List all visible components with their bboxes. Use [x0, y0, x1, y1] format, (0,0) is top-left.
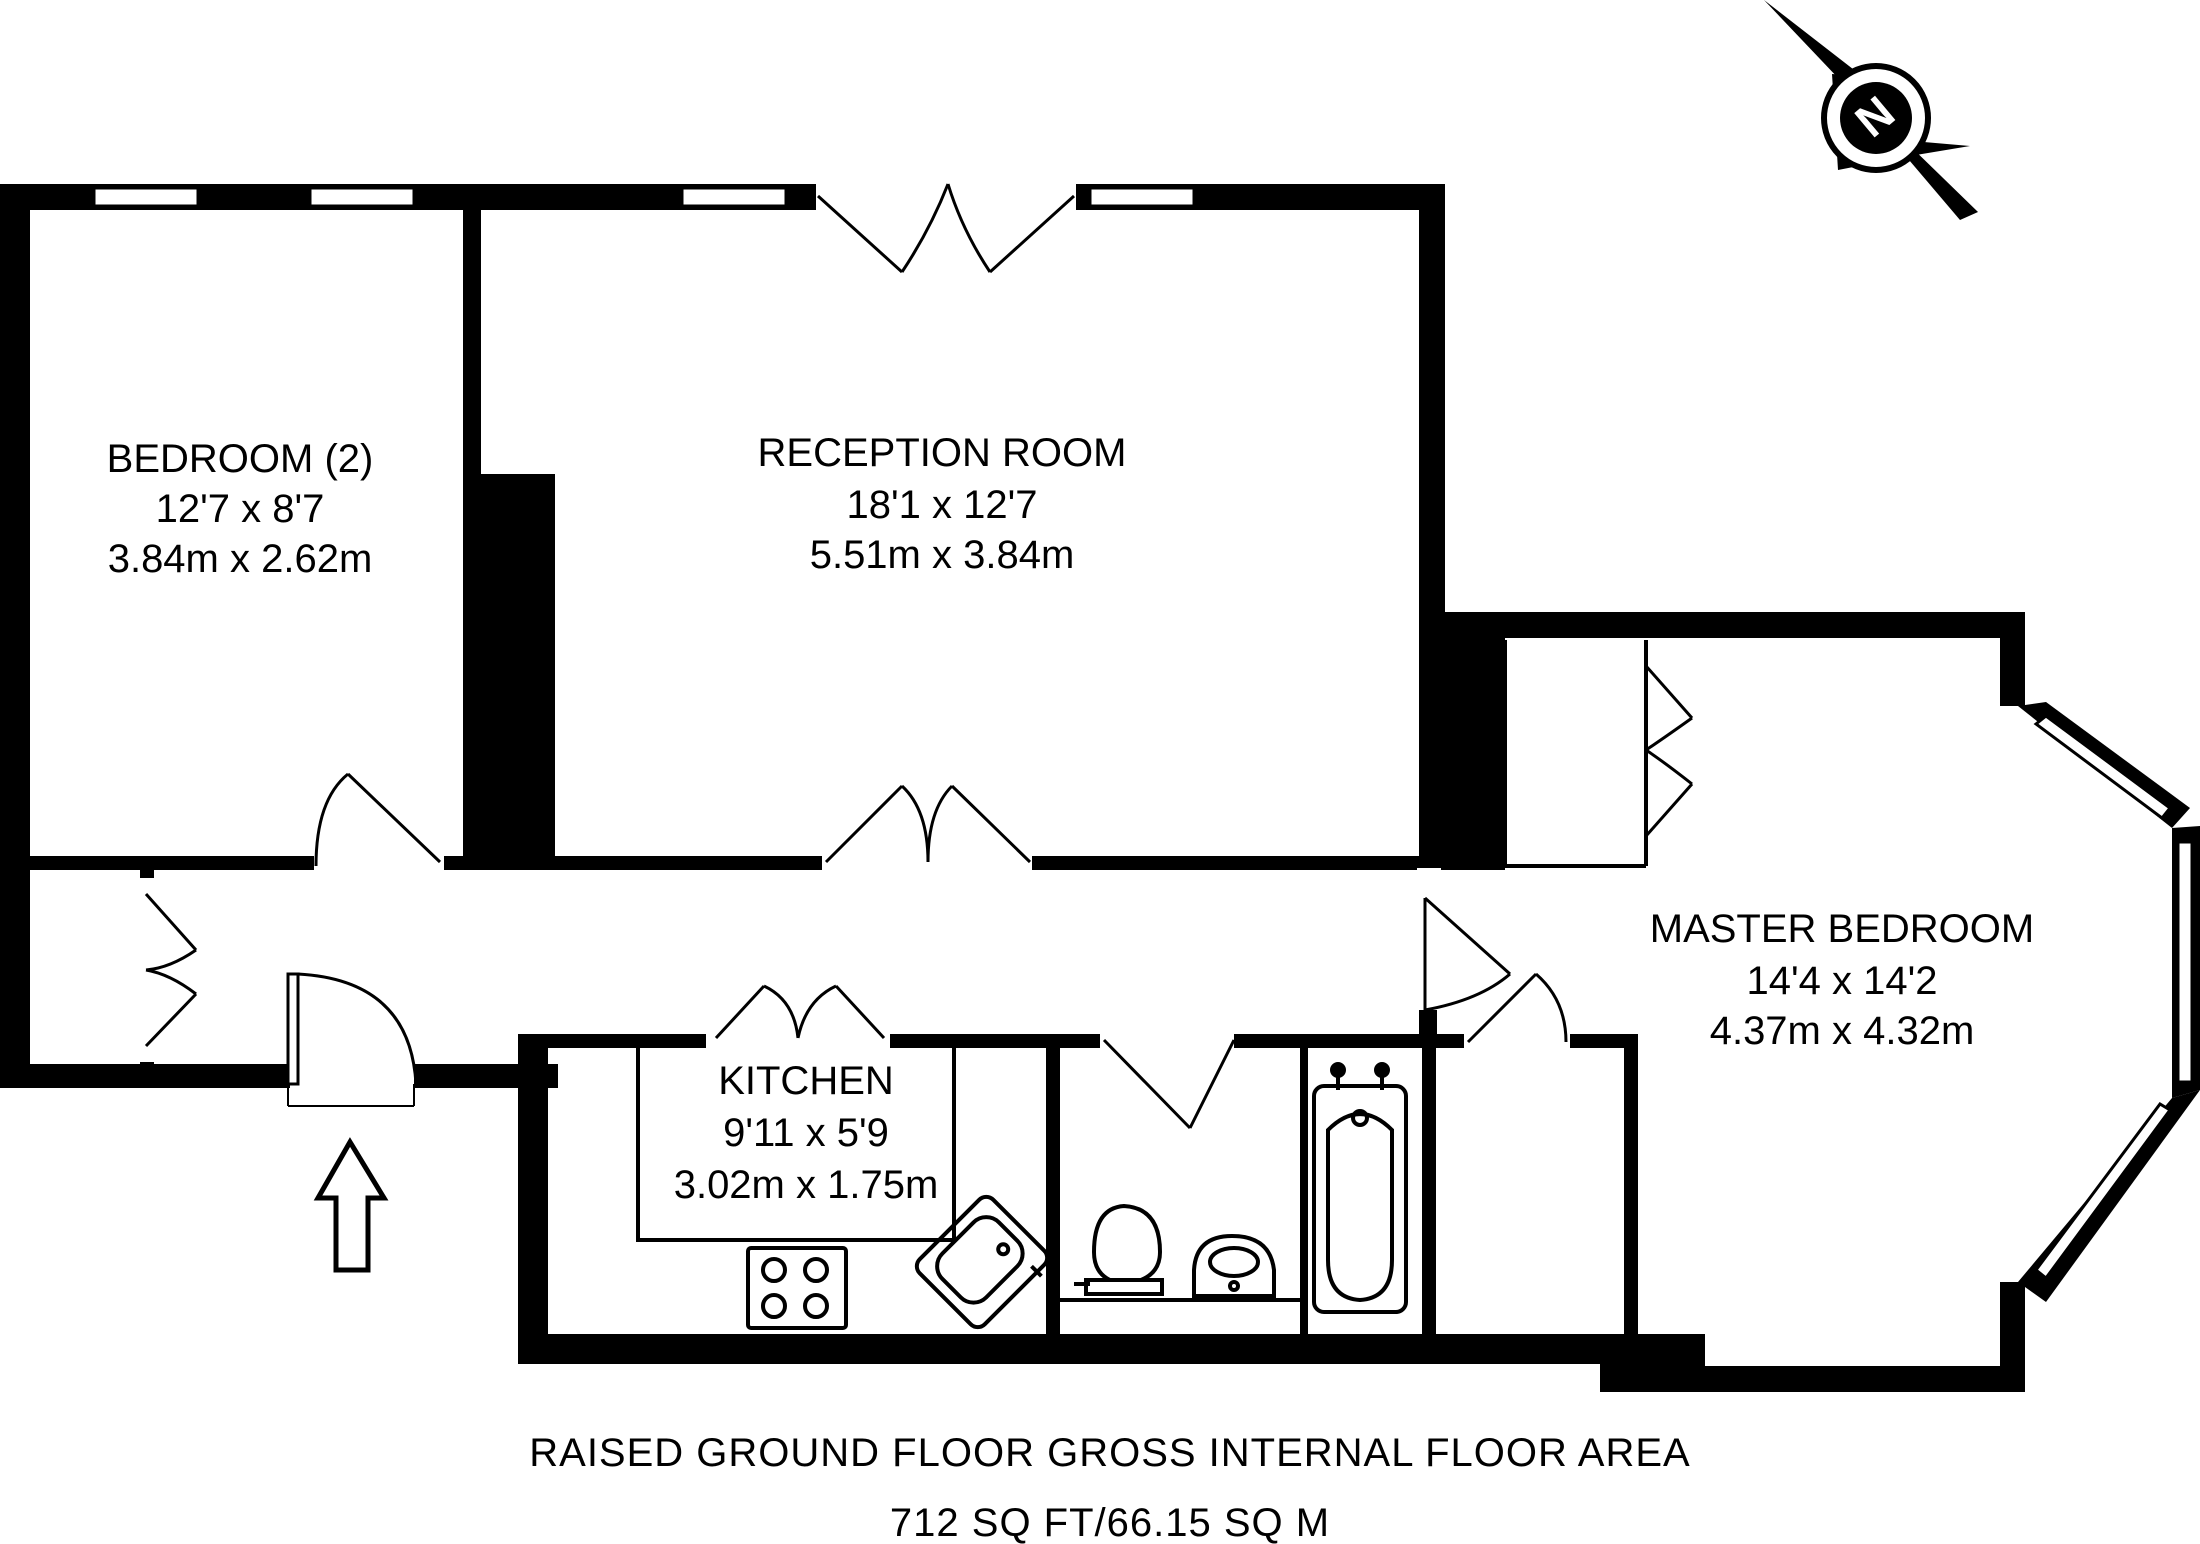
outer-walls: [0, 184, 2025, 1392]
room-name: BEDROOM (2): [107, 437, 374, 481]
room-name: MASTER BEDROOM: [1650, 907, 2034, 951]
internal-walls: [18, 184, 1638, 1334]
room-size-metric: 3.02m x 1.75m: [674, 1163, 939, 1207]
wc-fittings: [1060, 1203, 1300, 1302]
kitchen-fittings: [636, 1048, 956, 1330]
room-label-kitchen: KITCHEN 9'11 x 5'9 3.02m x 1.75m: [674, 1059, 939, 1207]
room-label-reception: RECEPTION ROOM 18'1 x 12'7 5.51m x 3.84m: [758, 431, 1127, 577]
caption-area: 712 SQ FT/66.15 SQ M: [890, 1501, 1330, 1544]
room-size-imperial: 9'11 x 5'9: [723, 1111, 889, 1155]
room-size-metric: 3.84m x 2.62m: [108, 537, 373, 581]
top-windows: [92, 186, 1196, 208]
entrance-arrow-icon: [313, 1137, 389, 1273]
room-name: RECEPTION ROOM: [758, 431, 1127, 475]
room-size-metric: 4.37m x 4.32m: [1710, 1009, 1975, 1053]
room-size-imperial: 18'1 x 12'7: [847, 483, 1038, 527]
floor-area-caption: RAISED GROUND FLOOR GROSS INTERNAL FLOOR…: [529, 1431, 1690, 1544]
bath-icon: [1312, 1062, 1408, 1314]
internal-doors[interactable]: [136, 660, 1694, 1130]
basin-icon: [1192, 1233, 1276, 1298]
caption-title: RAISED GROUND FLOOR GROSS INTERNAL FLOOR…: [529, 1431, 1690, 1475]
room-label-bedroom2: BEDROOM (2) 12'7 x 8'7 3.84m x 2.62m: [107, 437, 374, 581]
room-size-metric: 5.51m x 3.84m: [810, 533, 1075, 577]
toilet-icon: [1074, 1203, 1164, 1296]
compass: N: [1764, 0, 1978, 220]
room-size-imperial: 12'7 x 8'7: [156, 487, 325, 531]
room-name: KITCHEN: [718, 1059, 894, 1103]
bay-window: [2018, 702, 2200, 1302]
reception-french-doors[interactable]: [816, 182, 1076, 274]
room-label-master: MASTER BEDROOM 14'4 x 14'2 4.37m x 4.32m: [1650, 907, 2034, 1053]
hob-icon: [746, 1246, 848, 1330]
kitchen-sink-icon: [914, 1194, 1050, 1330]
room-size-imperial: 14'4 x 14'2: [1747, 959, 1938, 1003]
master-wardrobe: [1503, 640, 1648, 868]
